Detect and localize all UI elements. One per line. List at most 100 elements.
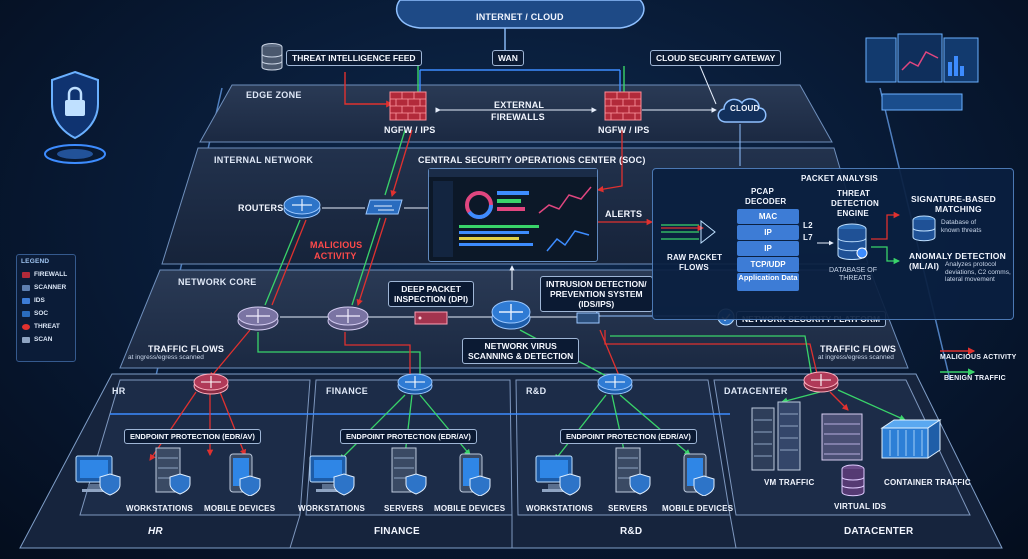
layer-l7-label: L7 xyxy=(803,233,813,242)
finance-mobile-icon xyxy=(459,453,491,496)
legend-item-threat: THREAT xyxy=(22,320,75,333)
rnd-servers-label: SERVERS xyxy=(608,504,648,513)
layer-ip-2: IP xyxy=(737,241,799,256)
traffic-flows-right-title: TRAFFIC FLOWS xyxy=(820,344,897,354)
legend-item-scanner: SCANNER xyxy=(22,281,75,294)
network-virus-scanning-label: NETWORK VIRUS SCANNING & DETECTION xyxy=(462,338,580,364)
virus-label-line-2: SCANNING & DETECTION xyxy=(468,351,574,361)
soc-dashboard-screen xyxy=(428,168,598,262)
threat-engine-database-icon xyxy=(837,223,868,260)
legend-item-label: FIREWALL xyxy=(34,271,68,278)
rnd-endpoint-protection-label: ENDPOINT PROTECTION (EDR/AV) xyxy=(560,429,697,444)
threat-intelligence-feed-label: THREAT INTELLIGENCE FEED xyxy=(286,50,422,66)
vm-rack-icon xyxy=(751,401,801,471)
dept-datacenter-title: DATACENTER xyxy=(724,386,788,396)
threat-database-label-2: THREATS xyxy=(839,275,872,282)
signature-matching-desc: Database of known threats xyxy=(941,219,982,234)
dept-rnd-title: R&D xyxy=(526,386,547,396)
pcap-decoder-label-2: DECODER xyxy=(745,197,787,206)
traffic-flows-right-desc: at ingress/egress scanned xyxy=(818,354,894,361)
scanner-legend-icon xyxy=(22,284,30,291)
hr-mobile-icon xyxy=(229,453,261,496)
traffic-flows-left-title: TRAFFIC FLOWS xyxy=(148,344,225,354)
benign-traffic-legend: BENIGN TRAFFIC xyxy=(944,375,1006,382)
dpi-label: DEEP PACKET INSPECTION (DPI) xyxy=(388,281,475,307)
malicious-activity-label-1: MALICIOUS xyxy=(310,240,363,250)
idps-label-line-2: PREVENTION SYSTEM xyxy=(550,289,643,299)
firewall-right-icon xyxy=(604,91,642,121)
idps-router-icon xyxy=(491,300,531,330)
legend-item-label: SCANNER xyxy=(34,284,67,291)
threat-engine-label-3: ENGINE xyxy=(837,209,869,218)
datacenter-router-icon xyxy=(803,371,839,393)
finance-workstations-label: WORKSTATIONS xyxy=(298,504,365,513)
threat-engine-label-2: DETECTION xyxy=(831,199,880,208)
edge-zone-title: EDGE ZONE xyxy=(246,90,302,100)
legend-item-soc: SOC xyxy=(22,307,75,320)
soc-legend-icon xyxy=(22,310,30,317)
dpi-label-line-2: INSPECTION (DPI) xyxy=(394,294,469,304)
firewall-left-icon xyxy=(389,91,427,121)
soc-title: CENTRAL SECURITY OPERATIONS CENTER (SOC) xyxy=(418,155,646,165)
rnd-workstation-icon xyxy=(535,455,581,496)
dpi-label-line-1: DEEP PACKET xyxy=(401,284,461,294)
legend-item-label: SCAN xyxy=(34,336,53,343)
alerts-label: ALERTS xyxy=(605,209,643,219)
virtual-ids-label: VIRTUAL IDS xyxy=(834,502,887,511)
legend-item-firewall: FIREWALL xyxy=(22,268,75,281)
edge-zone-platform xyxy=(199,84,833,143)
ids-legend-icon xyxy=(22,297,30,304)
rnd-router-icon xyxy=(597,373,633,395)
wan-label: WAN xyxy=(492,50,524,66)
scan-legend-icon xyxy=(22,336,30,343)
lock-shield-icon xyxy=(44,70,106,164)
legend-item-ids: IDS xyxy=(22,294,75,307)
routers-label: ROUTERS xyxy=(238,203,284,213)
finance-router-icon xyxy=(397,373,433,395)
finance-workstation-icon xyxy=(309,455,355,496)
raw-packet-arrows-icon xyxy=(661,219,716,245)
malicious-activity-label-2: ACTIVITY xyxy=(314,251,357,261)
idps-label-line-1: INTRUSION DETECTION/ xyxy=(546,279,647,289)
dept-finance-title: FINANCE xyxy=(326,386,369,396)
idps-label: INTRUSION DETECTION/ PREVENTION SYSTEM (… xyxy=(540,276,653,312)
raw-packet-flows-label-2: FLOWS xyxy=(679,263,709,272)
legend-title: LEGEND xyxy=(21,258,50,265)
switch-icon xyxy=(365,199,403,215)
cloud-security-gateway-label: CLOUD SECURITY GATEWAY xyxy=(650,50,782,66)
hr-mobile-devices-label: MOBILE DEVICES xyxy=(204,504,276,513)
monitoring-screens-icon xyxy=(865,33,979,111)
anomaly-detection-label-2: (ML/AI) xyxy=(909,261,940,271)
signature-matching-label-1: SIGNATURE-BASED xyxy=(911,194,997,204)
virus-label-line-1: NETWORK VIRUS xyxy=(484,341,557,351)
rnd-mobile-devices-label: MOBILE DEVICES xyxy=(662,504,734,513)
threat-engine-label-1: THREAT xyxy=(837,189,871,198)
finance-mobile-devices-label: MOBILE DEVICES xyxy=(434,504,506,513)
legend-panel: LEGEND FIREWALL SCANNER IDS SOC THREAT S… xyxy=(16,254,76,362)
virtual-ids-database-icon xyxy=(841,464,865,497)
hr-router-icon xyxy=(193,373,229,395)
layer-l2-label: L2 xyxy=(803,221,813,230)
layer-ip-1: IP xyxy=(737,225,799,240)
external-firewalls-label-1: EXTERNAL xyxy=(494,100,545,110)
footer-rnd-label: R&D xyxy=(620,526,643,537)
cloud-icon xyxy=(717,98,767,123)
legend-item-label: THREAT xyxy=(34,323,60,330)
rnd-mobile-icon xyxy=(683,453,715,496)
packet-analysis-title: PACKET ANALYSIS xyxy=(801,174,878,183)
container-traffic-label: CONTAINER TRAFFIC xyxy=(884,478,971,487)
ngfw-right-label: NGFW / IPS xyxy=(598,125,650,135)
footer-datacenter-label: DATACENTER xyxy=(844,526,914,537)
vm-traffic-label: VM TRAFFIC xyxy=(764,478,815,487)
threat-legend-icon xyxy=(22,323,30,330)
anomaly-detection-label-1: ANOMALY DETECTION xyxy=(909,251,1006,261)
cloud-label: CLOUD xyxy=(730,104,760,113)
hr-endpoint-protection-label: ENDPOINT PROTECTION (EDR/AV) xyxy=(124,429,261,444)
ids-sensor-icon xyxy=(576,312,600,324)
router-icon xyxy=(283,195,321,219)
traffic-flows-left-desc: at ingress/egress scanned xyxy=(128,354,204,361)
footer-finance-label: FINANCE xyxy=(374,526,420,537)
internal-network-title: INTERNAL NETWORK xyxy=(214,155,314,165)
finance-servers-label: SERVERS xyxy=(384,504,424,513)
finance-endpoint-protection-label: ENDPOINT PROTECTION (EDR/AV) xyxy=(340,429,477,444)
